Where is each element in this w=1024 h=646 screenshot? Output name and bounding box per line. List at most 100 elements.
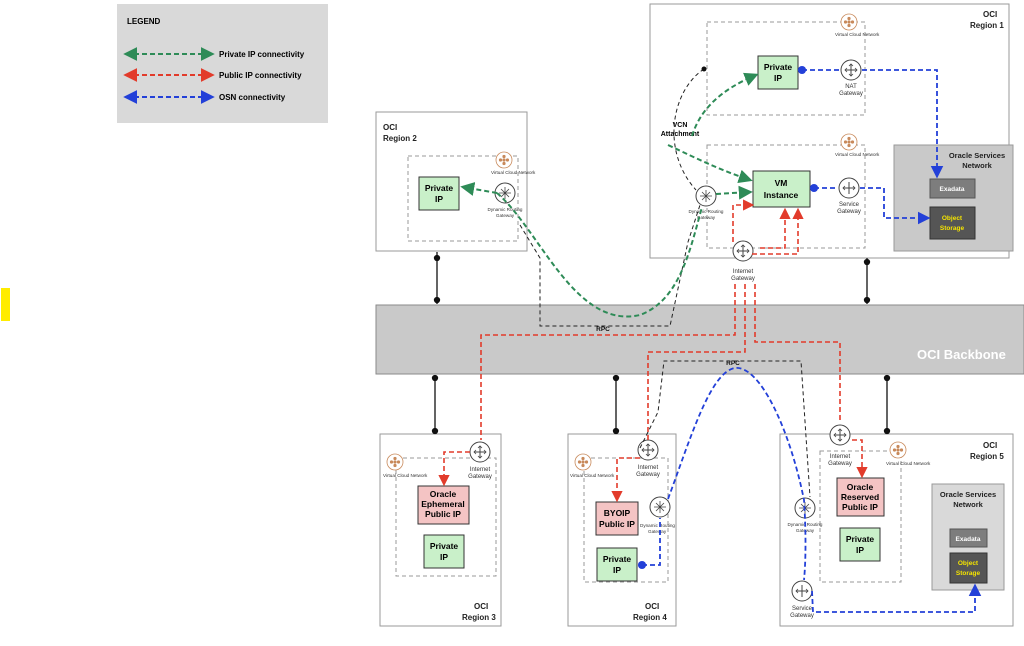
private-path-to-region1-ip (691, 72, 759, 137)
region-3-private-ip (423, 534, 465, 569)
eph-label-2: Ephemeral (421, 499, 464, 509)
region-3-title-1: OCI (474, 602, 488, 611)
vcn-icon (840, 13, 858, 31)
object-storage-label-2: Storage (956, 570, 981, 577)
vcn-label: Virtual Cloud Network (570, 473, 615, 478)
region-1-title-2: Region 1 (970, 21, 1004, 30)
inet-gw-label-2: Gateway (636, 472, 660, 478)
internet-gateway-icon (732, 240, 754, 262)
private-path-to-vm (667, 144, 753, 184)
osn-title-2: Network (953, 500, 983, 509)
vcn-label: Virtual Cloud Network (835, 32, 880, 37)
vm-label-1: VM (775, 178, 788, 188)
osn-region4-to-region5 (667, 367, 807, 581)
private-ip-label-2: IP (440, 552, 448, 562)
backbone-label: OCI Backbone (917, 347, 1006, 362)
rpc-label-top: RPC (596, 326, 610, 333)
exadata-box (929, 178, 976, 199)
legend-private-label: Private IP connectivity (219, 50, 305, 59)
drg-label-2: Gateway (697, 215, 716, 220)
vcn-label: Virtual Cloud Network (491, 170, 536, 175)
region-2-title-1: OCI (383, 123, 397, 132)
reserved-label-2: Reserved (841, 492, 879, 502)
public-connectivity (438, 199, 868, 503)
object-storage-label-2: Storage (940, 225, 965, 232)
private-ip-label-2: IP (435, 194, 443, 204)
private-drg-to-vm (715, 185, 753, 200)
region-5-private-ip (839, 527, 881, 562)
region-5-title-1: OCI (983, 441, 997, 450)
drg-label-2: Gateway (648, 529, 667, 534)
object-storage-label-1: Object (958, 560, 979, 567)
inet-gw-label-1: Internet (638, 465, 659, 471)
vcn-icon (495, 151, 513, 169)
service-gateway-icon (791, 580, 813, 602)
vcn-label: Virtual Cloud Network (383, 473, 428, 478)
vcn-attach-label-1: VCN (673, 122, 688, 129)
internet-gateway-icon (469, 441, 491, 463)
legend-public-label: Public IP connectivity (219, 71, 302, 80)
inet-gw-label-2: Gateway (731, 276, 755, 282)
internet-gateway-icon (829, 424, 851, 446)
drg-label-1: Dynamic Routing (488, 207, 523, 212)
private-path-region2-to-drg (496, 192, 703, 318)
public-inet-to-vm-3 (752, 207, 804, 255)
vm-instance (752, 170, 811, 208)
region-1-vcn-top (706, 21, 866, 116)
eph-label-1: Oracle (430, 489, 457, 499)
inet-gw-label-2: Gateway (468, 474, 492, 480)
private-ip-label-1: Private (425, 183, 454, 193)
region-4-vcn (583, 457, 669, 583)
private-ip-label-1: Private (846, 534, 875, 544)
drg-icon (649, 496, 671, 518)
public-inet-to-vm-1 (732, 199, 755, 242)
attachment-dot (701, 66, 707, 72)
drg-label-2: Gateway (496, 213, 515, 218)
nat-gw-label-2: Gateway (839, 91, 863, 97)
region-4-title-2: Region 4 (633, 613, 667, 622)
svc-gw-label-1: Service (839, 202, 860, 208)
eph-label-3: Public IP (425, 509, 461, 519)
svc-gw-label-2: Gateway (837, 209, 861, 215)
byoip-label-1: BYOIP (604, 508, 631, 518)
osn-region4-ip-to-drg (637, 518, 661, 570)
svc-gw-label-2: Gateway (790, 613, 814, 619)
nat-gw-label-1: NAT (845, 84, 857, 90)
rpc-links (519, 68, 811, 498)
nat-gateway-icon (840, 59, 862, 81)
inet-gw-label-1: Internet (733, 269, 754, 275)
vcn-label: Virtual Cloud Network (886, 461, 931, 466)
region-1-title-1: OCI (983, 10, 997, 19)
object-storage-box (949, 552, 988, 584)
rpc-link-bottom (639, 360, 811, 498)
private-ip-label-2: IP (613, 565, 621, 575)
public-to-region5 (754, 284, 841, 423)
exadata-label: Exadata (940, 186, 965, 193)
osn-region5-to-object-storage (811, 583, 982, 613)
region-4-private-ip (596, 547, 638, 582)
rpc-label-bottom: RPC (726, 360, 740, 367)
public-arrow-byoip (611, 457, 640, 503)
osn-svcgw-to-object-storage (860, 187, 931, 225)
backbone-connectors (431, 252, 891, 435)
region-4: OCI Region 4 Virtual Cloud Network Inter… (570, 439, 675, 622)
private-ip-label-1: Private (764, 62, 793, 72)
osn-title-1: Oracle Services (949, 151, 1005, 160)
vcn-icon (574, 453, 592, 471)
internet-gateway-icon (637, 439, 659, 461)
inet-gw-label-2: Gateway (828, 461, 852, 467)
vcn-icon (840, 133, 858, 151)
private-ip-label-2: IP (856, 545, 864, 555)
region-4-title-1: OCI (645, 602, 659, 611)
yellow-marker (1, 288, 10, 321)
object-storage-box (929, 206, 976, 240)
public-arrow-ephemeral (438, 451, 470, 487)
legend: LEGEND Private IP connectivity Public IP… (117, 4, 328, 123)
vcn-attach-label-2: Attachment (661, 131, 700, 138)
svc-gw-label-1: Service (792, 606, 813, 612)
private-ip-label-1: Private (603, 554, 632, 564)
region-5: OCI Region 5 Virtual Cloud Network Inter… (788, 424, 1005, 619)
region-5-title-2: Region 5 (970, 452, 1004, 461)
osn-title-1: Oracle Services (940, 490, 996, 499)
drg-label-1: Dynamic Routing (689, 209, 724, 214)
